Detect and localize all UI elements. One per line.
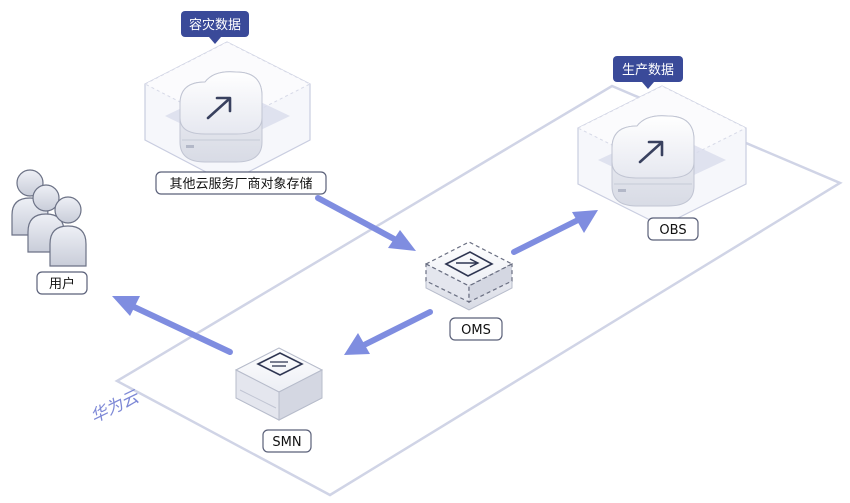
upload-arrow-icon [206,96,232,120]
oms-label: OMS [461,323,491,338]
obs-node[interactable]: OBS [576,85,748,241]
region-label: 华为云 [87,386,143,427]
migration-icon [444,251,494,277]
arrow-oms-to-obs [511,210,598,255]
users-label: 用户 [49,276,75,292]
source-storage-label: 其他云服务厂商对象存储 [169,176,312,192]
flow-arrows [112,195,598,355]
oms-node[interactable]: OMS [424,241,514,341]
arrow-oms-to-smn [344,309,433,355]
obs-label: OBS [659,223,686,238]
smn-node[interactable]: SMN [234,347,324,453]
source-storage-node[interactable]: 其他云服务厂商对象存储 [143,41,327,195]
users-node[interactable]: 用户 [11,169,88,295]
arrow-smn-to-users [112,296,233,355]
arrow-source-to-oms [315,195,416,251]
message-icon [256,352,304,376]
dr-data-tag: 容灾数据 [181,11,249,44]
user-group-icon [11,169,87,267]
prod-data-tag: 生产数据 [613,56,683,89]
smn-label: SMN [272,435,301,450]
upload-arrow-icon [638,140,664,164]
dr-data-label: 容灾数据 [189,17,241,33]
prod-data-label: 生产数据 [622,63,674,78]
